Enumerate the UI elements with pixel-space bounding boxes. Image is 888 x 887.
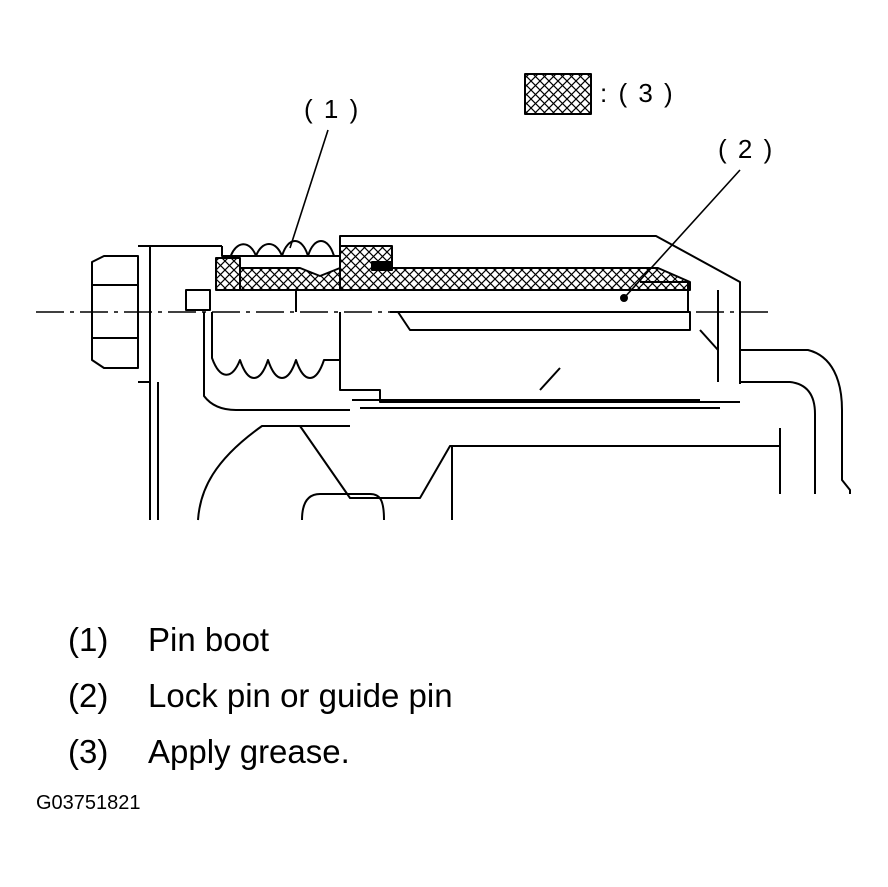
brake-caliper-pin-diagram — [36, 73, 851, 521]
caliper-body — [221, 235, 851, 494]
bolt-head — [91, 245, 151, 383]
grease-swatch — [524, 73, 592, 115]
legend-item: (1) Pin boot — [68, 612, 768, 668]
leader-line-1 — [289, 129, 329, 249]
pin-boot — [229, 240, 335, 259]
legend-number: (1) — [68, 621, 109, 658]
legend-text: Pin boot — [148, 621, 270, 658]
legend-item: (2) Lock pin or guide pin — [68, 668, 768, 724]
legend-list: (1) Pin boot (2) Lock pin or guide pin (… — [68, 612, 768, 780]
callout-1: ( 1 ) — [304, 94, 361, 124]
legend-item: (3) Apply grease. — [68, 724, 768, 780]
figure-id: G03751821 — [36, 792, 141, 814]
legend-text: Lock pin or guide pin — [148, 677, 453, 714]
legend-number: (3) — [68, 733, 109, 770]
callout-2: ( 2 ) — [718, 134, 775, 164]
legend-number: (2) — [68, 677, 109, 714]
legend-text: Apply grease. — [148, 733, 350, 770]
lower-bracket — [197, 425, 780, 521]
leader-line-2 — [623, 169, 741, 299]
guide-pin — [185, 281, 691, 331]
slide-housing — [339, 312, 740, 409]
lower-boot — [211, 312, 341, 379]
callout-3-swatch-label: : ( 3 ) — [600, 78, 675, 108]
bracket-plate — [149, 245, 222, 520]
grease-area — [215, 245, 691, 291]
